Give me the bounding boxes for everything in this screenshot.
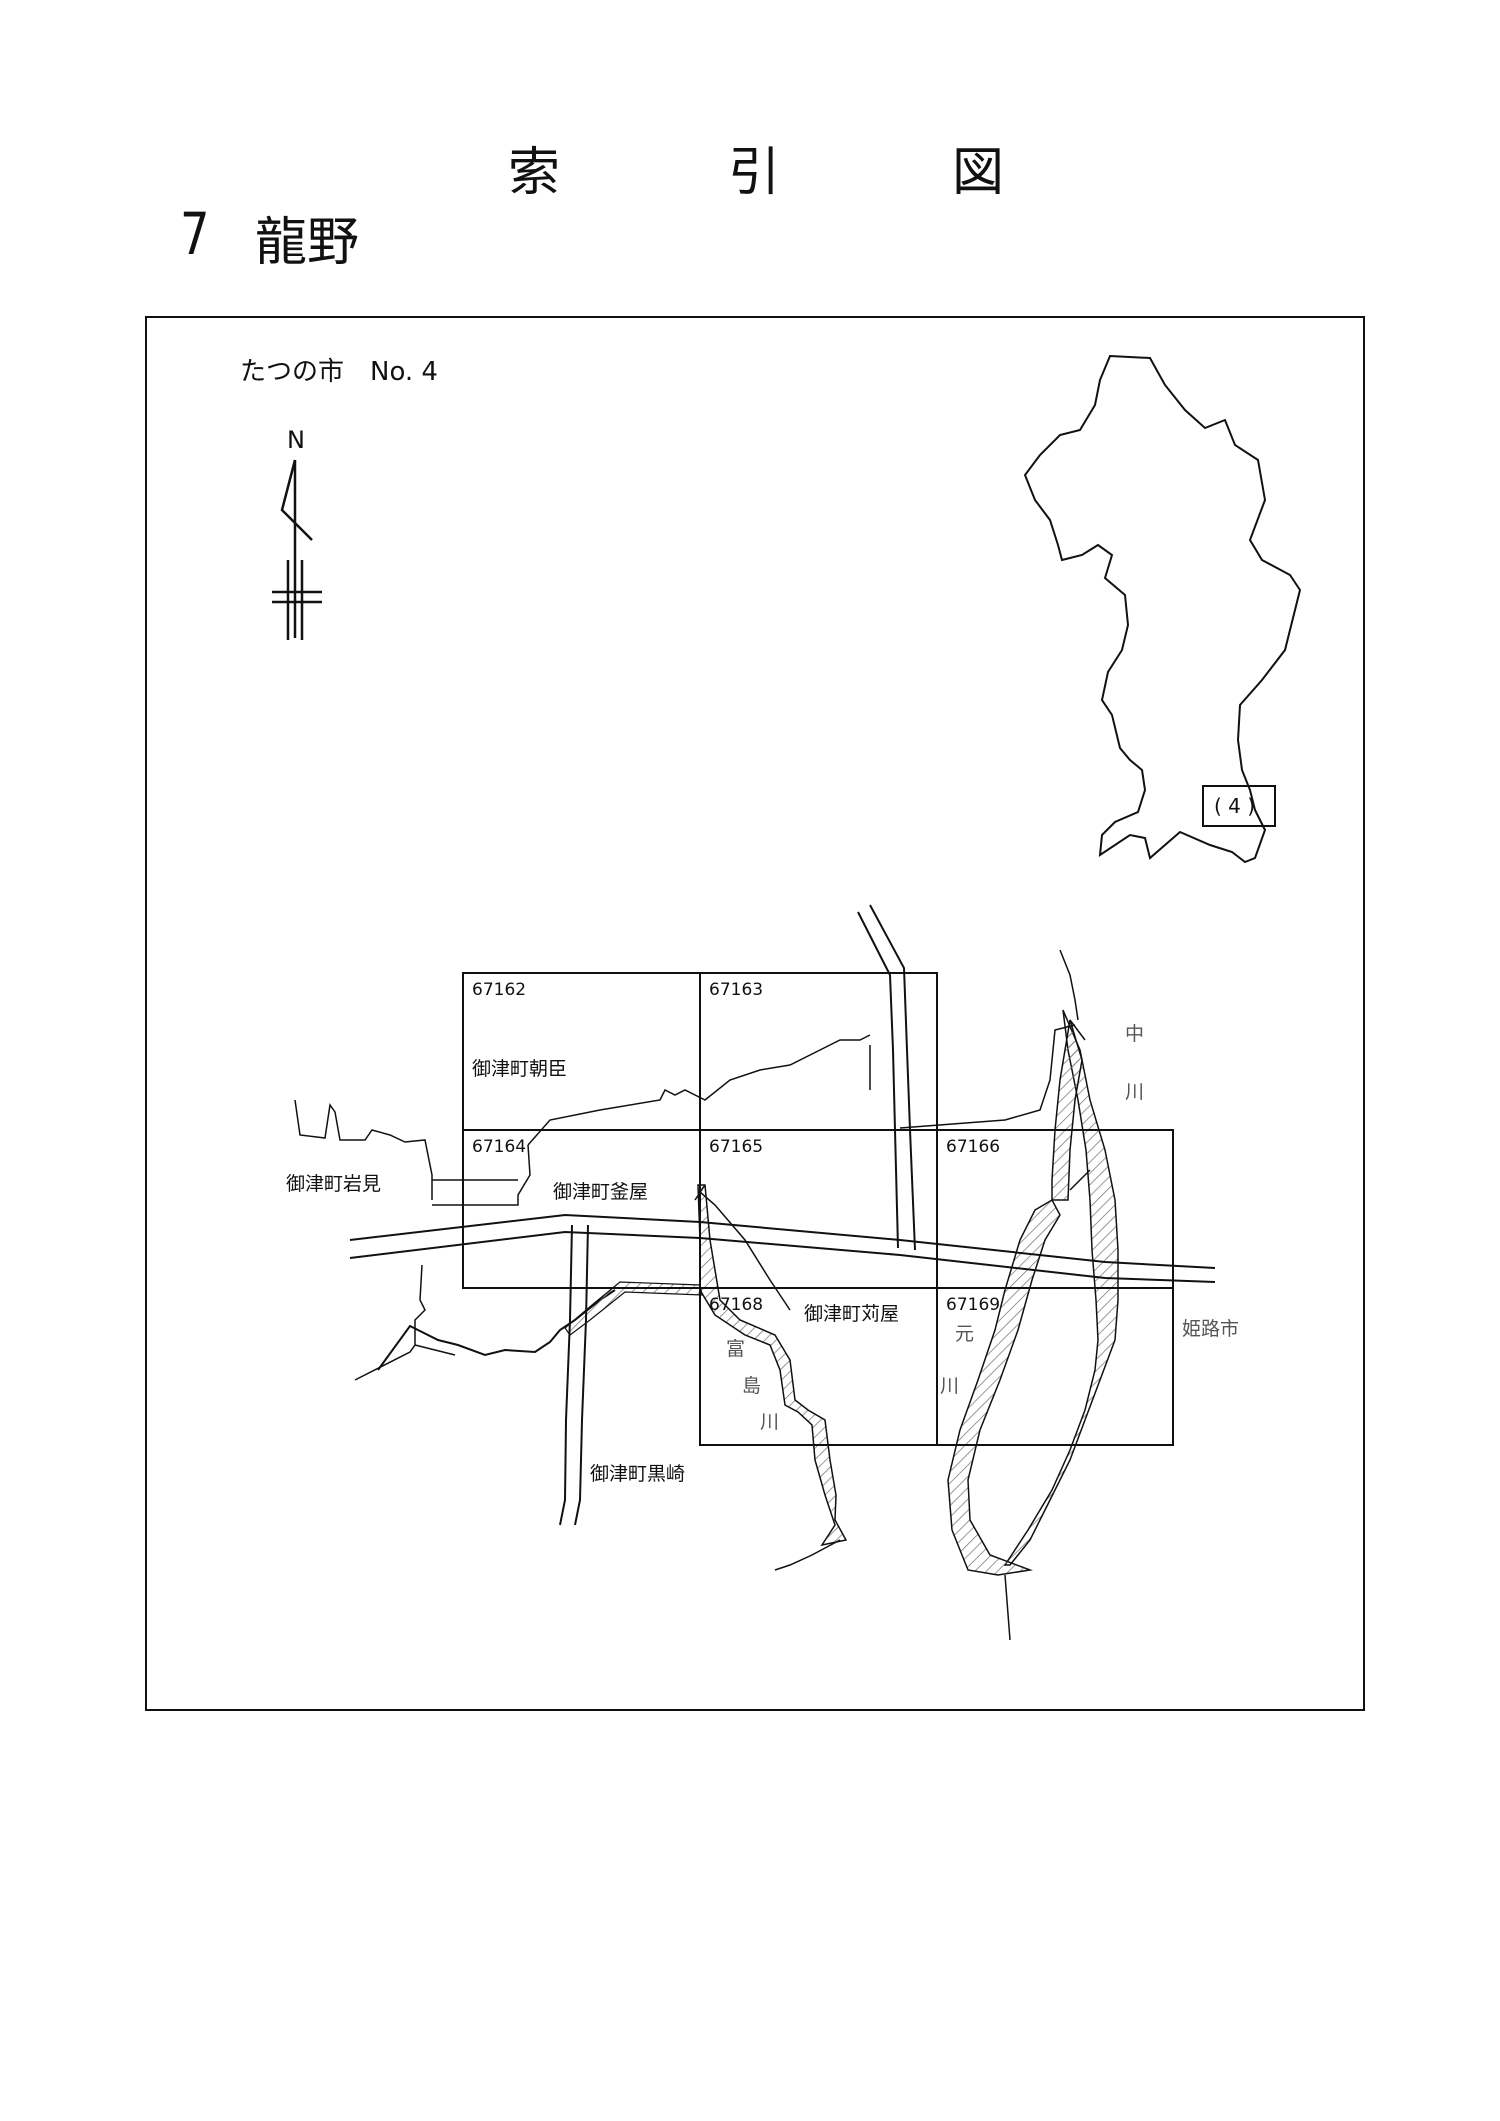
river-labels: 中 川 富 島 川 元 川 [726, 1023, 1144, 1433]
inset-highlight-box [1202, 785, 1276, 827]
sheet-67169 [936, 1287, 1174, 1446]
area-label-asomi: 御津町朝臣 [472, 1058, 567, 1080]
rivers [377, 1009, 1119, 1576]
place-label-kurosaki: 御津町黒崎 [590, 1463, 685, 1485]
inset-map: ( 4 ) [1023, 354, 1302, 864]
sheet-number-67168: 67168 [709, 1295, 763, 1315]
national-road-lower [349, 1230, 1216, 1283]
north-arrow-icon [272, 459, 322, 640]
sheet-number-67164: 67164 [472, 1137, 526, 1157]
river-tomishimagawa-char-2: 島 [742, 1375, 761, 1397]
north-road-west [857, 911, 899, 1249]
river-motokawa-char-2: 川 [940, 1375, 959, 1397]
north-label: N [287, 426, 305, 454]
tomishimagawa-river [697, 1184, 848, 1547]
kurosaki-road-west [559, 1224, 573, 1526]
sheet-grid [462, 972, 1174, 1446]
title-char-2: 引 [728, 143, 781, 203]
sheet-number-67166: 67166 [946, 1137, 1000, 1157]
title-char-1: 索 [508, 143, 561, 203]
river-tomishimagawa-char-3: 川 [760, 1411, 779, 1433]
area-labels: 御津町朝臣 御津町釜屋 御津町苅屋 御津町岩見 御津町黒崎 姫路市 [286, 1058, 1239, 1485]
area-label-kamaya: 御津町釜屋 [553, 1181, 648, 1203]
city-outline [1023, 354, 1302, 864]
national-road-upper [349, 1213, 1216, 1269]
section-name: 龍野 [255, 213, 360, 273]
area-label-kariya: 御津町苅屋 [804, 1303, 899, 1325]
kurosaki-road-east [574, 1224, 589, 1526]
place-label-himeji: 姫路市 [1182, 1318, 1239, 1340]
river-tomishimagawa-char-1: 富 [726, 1338, 745, 1360]
river-nakagawa-char-2: 川 [1125, 1081, 1144, 1103]
sheet-number-67163: 67163 [709, 980, 763, 1000]
sheet-label: たつの市 No. 4 [240, 357, 438, 387]
section-number: 7 [180, 200, 210, 268]
lower-river-west [377, 1289, 616, 1371]
title-char-3: 図 [952, 143, 1005, 203]
tomishimagawa-lower [774, 1539, 841, 1571]
river-motokawa-char-1: 元 [955, 1323, 974, 1345]
page-title: 索 引 図 [0, 130, 1500, 203]
sheet-number-67162: 67162 [472, 980, 526, 1000]
sheet-number-67165: 67165 [709, 1137, 763, 1157]
index-map-frame [145, 316, 1365, 1711]
river-nakagawa-char-1: 中 [1125, 1023, 1144, 1045]
nakagawa-left-channel [1051, 1019, 1083, 1201]
sheet-numbers: 67162 67163 67164 67165 67166 67168 6716… [472, 980, 1000, 1315]
motokawa-river [947, 1198, 1061, 1576]
place-label-iwami: 御津町岩見 [286, 1173, 381, 1195]
sheet-number-67169: 67169 [946, 1295, 1000, 1315]
inset-label: ( 4 ) [1214, 794, 1255, 818]
north-road-east [869, 904, 916, 1251]
